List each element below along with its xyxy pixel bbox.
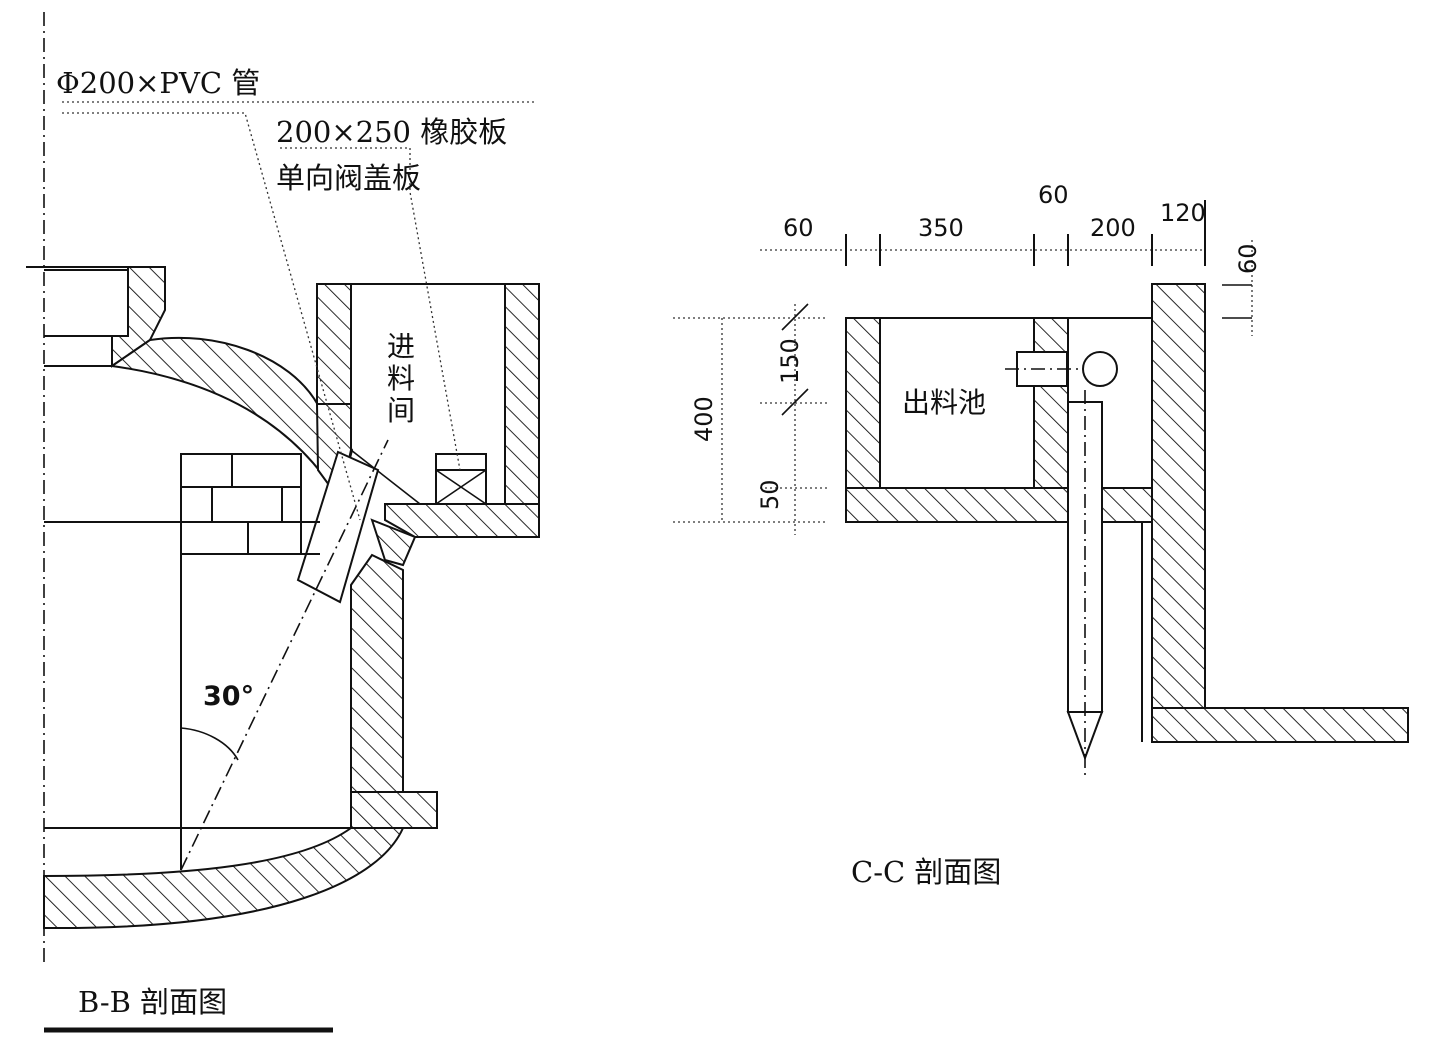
cc-right-tall-wall <box>1151 283 1206 709</box>
bb-plate-label-line2: 单向阀盖板 <box>276 161 421 195</box>
bb-inlet-room-char-1: 进 <box>387 330 415 363</box>
bb-brick-courses <box>180 453 320 555</box>
bb-pipe-leader <box>62 112 361 521</box>
cc-top-dim-ticks <box>845 200 1206 266</box>
bb-inlet-floor <box>384 503 540 538</box>
bb-inlet-room-char-2: 料 <box>387 362 415 395</box>
bb-bottom-bowl <box>43 827 405 930</box>
bb-inlet-left-wall <box>316 283 352 405</box>
bb-top-left-box <box>44 269 129 337</box>
bb-inlet-floor-joint <box>370 518 417 567</box>
cc-dim-top-350: 350 <box>918 214 964 242</box>
cc-dim-top-60a: 60 <box>783 214 814 242</box>
bb-valve-plate-frame <box>435 453 487 505</box>
bb-inlet-right-wall <box>504 283 540 505</box>
cc-caption: C-C 剖面图 <box>851 855 1001 889</box>
cc-tank-mid-wall <box>1033 317 1069 489</box>
cc-tank-floor <box>845 487 1153 523</box>
bb-valve-plate-x2 <box>435 469 487 505</box>
bb-angle-arc <box>180 727 239 761</box>
bb-chamber-right-wall <box>350 553 404 793</box>
cc-right-footing <box>1151 707 1409 743</box>
bb-angle-label: 30° <box>203 681 254 712</box>
bb-angle-ray <box>180 439 389 871</box>
cc-valve-wheel-icon <box>1082 351 1118 387</box>
bb-inlet-room-char-3: 间 <box>387 394 415 427</box>
bb-top-left-inner <box>44 335 113 367</box>
bb-inlet-slope <box>350 449 421 505</box>
cc-dim-left-400: 400 <box>690 396 718 442</box>
bb-section-view: Φ200×PVC 管 200×250 橡胶板 单向阀盖板 进 料 间 30° B… <box>26 12 540 1033</box>
cc-tank-label: 出料池 <box>902 386 986 419</box>
cc-dim-left-50: 50 <box>756 479 784 510</box>
cc-dim-top-200: 200 <box>1090 214 1136 242</box>
cc-section-view: 60 350 60 200 120 60 400 150 50 <box>673 181 1409 889</box>
cc-dim-left-150: 150 <box>776 338 804 384</box>
cc-dim-right-60: 60 <box>1234 243 1262 274</box>
bb-pipe-label: Φ200×PVC 管 <box>56 66 260 100</box>
cc-tank-left-wall <box>845 317 881 489</box>
cc-left-dim-extensions <box>673 303 828 523</box>
bb-pvc-pipe <box>296 450 380 604</box>
cc-dim-top-120: 120 <box>1160 199 1206 227</box>
bb-plate-label-line1: 200×250 橡胶板 <box>276 115 507 149</box>
bb-chamber-footing <box>350 791 438 829</box>
bb-caption: B-B 剖面图 <box>78 985 227 1019</box>
bb-plate-leader <box>280 147 461 471</box>
cc-dim-top-60b: 60 <box>1038 181 1069 209</box>
